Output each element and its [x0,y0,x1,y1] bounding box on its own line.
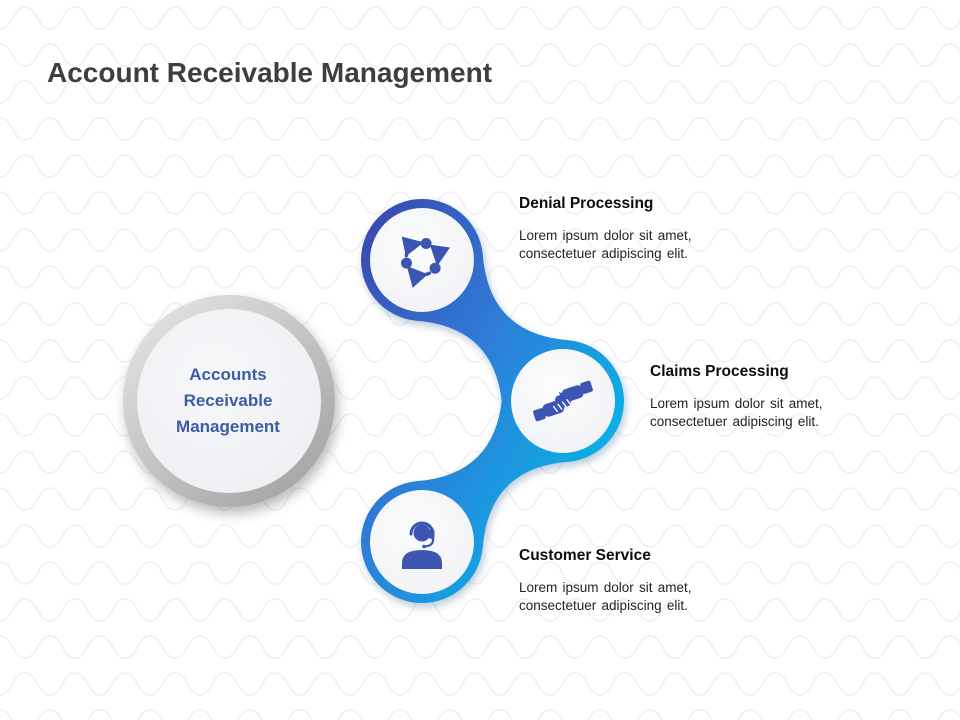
item-description: Lorem ipsum dolor sit amet, consectetuer… [519,580,692,613]
item-description: Lorem ipsum dolor sit amet, consectetuer… [650,396,823,429]
cycle-arrows-icon [401,236,451,288]
center-circle-label: Accounts Receivable Management [176,365,280,436]
item-title: Claims Processing [650,363,789,380]
item-claims-processing: Claims Processing Lorem ipsum dolor sit … [650,362,860,431]
item-denial-processing: Denial Processing Lorem ipsum dolor sit … [519,194,729,263]
center-circle [123,295,335,507]
item-title: Denial Processing [519,195,654,212]
handshake-icon [533,380,593,422]
page-title: Account Receivable Management [47,57,493,88]
item-description: Lorem ipsum dolor sit amet, consectetuer… [519,228,692,261]
denial-processing-node [370,208,474,312]
item-customer-service: Customer Service Lorem ipsum dolor sit a… [519,546,729,615]
item-title: Customer Service [519,547,651,564]
customer-service-node [370,490,474,594]
support-agent-icon [402,521,442,569]
